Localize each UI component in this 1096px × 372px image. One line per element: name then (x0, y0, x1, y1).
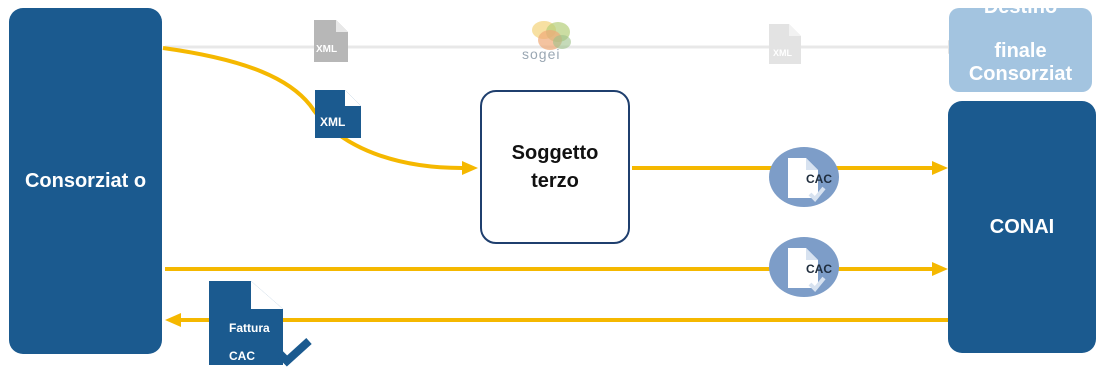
fattura-cac-label: CAC (229, 349, 255, 363)
consorziato-box: Consorziat o (9, 8, 162, 354)
conai-to-consorziato-arrowhead (165, 313, 181, 327)
consorziato-to-conai-arrowhead (932, 262, 948, 276)
cac-label-2: CAC (806, 262, 832, 276)
cac-document-icon-1: CAC (768, 146, 840, 213)
soggetto-to-conai-arrowhead (932, 161, 948, 175)
soggetto-label: Soggetto terzo (511, 142, 599, 192)
cac-label-1: CAC (806, 172, 832, 186)
consorziato-to-soggetto-arrowhead (462, 161, 478, 175)
xml-label: XML (320, 115, 346, 129)
conai-label: CONAI (989, 215, 1055, 238)
destino-label: finale Consorziat (968, 40, 1073, 85)
xml-faded-document-icon-2: XML (767, 22, 803, 71)
xml-document-icon: XML (313, 88, 363, 145)
fattura-label: Fattura (229, 321, 270, 335)
consorziato-to-soggetto-arrow (162, 46, 463, 170)
xml-faded-label: XML (316, 44, 338, 55)
sogei-wordmark: sogei (522, 46, 561, 62)
sogei-logo-icon (532, 21, 571, 50)
cac-document-icon-2: CAC (768, 236, 840, 303)
destino-top-label: Destino (949, 8, 1092, 19)
conai-box: CONAI (948, 101, 1096, 353)
soggetto-terzo-box: Soggetto terzo (480, 90, 630, 244)
destino-finale-box: Destino finale Consorziat (949, 8, 1092, 92)
xml-faded-document-icon: XML (312, 18, 350, 69)
consorziato-label: Consorziat o (24, 170, 147, 192)
fattura-cac-document-icon: Fattura CAC (207, 279, 313, 372)
xml-faded-label-2: XML (773, 48, 792, 58)
